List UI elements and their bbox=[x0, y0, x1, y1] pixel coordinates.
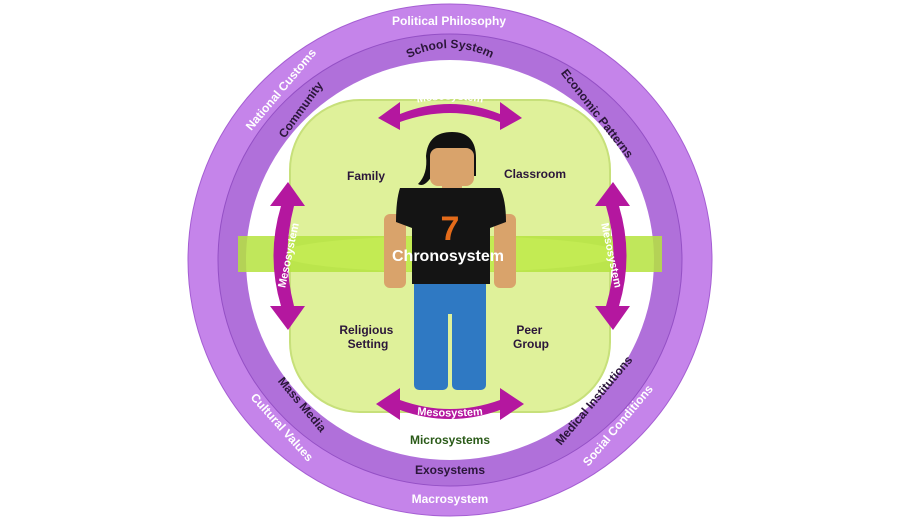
exosystems-label: Exosystems bbox=[415, 463, 485, 477]
mesosystem-arrow-left bbox=[270, 182, 305, 330]
child-figure: 7 bbox=[384, 132, 516, 390]
figure-right-arm bbox=[494, 214, 516, 288]
figure-left-arm bbox=[384, 214, 406, 288]
figure-pants-top bbox=[414, 284, 486, 314]
mesosystem-arrow-bottom bbox=[376, 388, 524, 420]
micro-religious-setting-label: Religious Setting bbox=[339, 323, 396, 351]
micro-classroom-label: Classroom bbox=[504, 167, 566, 181]
peer-group-line: Peer bbox=[516, 323, 542, 337]
figure-shirt bbox=[396, 188, 506, 284]
religious-setting-line: Religious bbox=[339, 323, 393, 337]
figure-neck bbox=[442, 182, 462, 190]
figure-head bbox=[430, 148, 474, 186]
mesosystem-arrow-right bbox=[595, 182, 630, 330]
mesosystem-arrow-top bbox=[378, 102, 522, 130]
label-second-line: Group bbox=[513, 337, 549, 351]
chronosystem-label: Chronosystem bbox=[392, 248, 504, 265]
macro-political-philosophy-label: Political Philosophy bbox=[392, 14, 506, 28]
micro-family-label: Family bbox=[347, 169, 385, 183]
mesosystem-label-bottom: Mesosystem bbox=[417, 406, 484, 420]
macrosystem-label: Macrosystem bbox=[412, 492, 489, 506]
label-second-line: Setting bbox=[348, 337, 389, 351]
micro-peer-group-label: Peer Group bbox=[513, 323, 549, 351]
mesosystem-label-top: Mesosystem bbox=[416, 90, 485, 105]
microsystems-label: Microsystems bbox=[410, 433, 490, 447]
shirt-number: 7 bbox=[441, 210, 460, 248]
